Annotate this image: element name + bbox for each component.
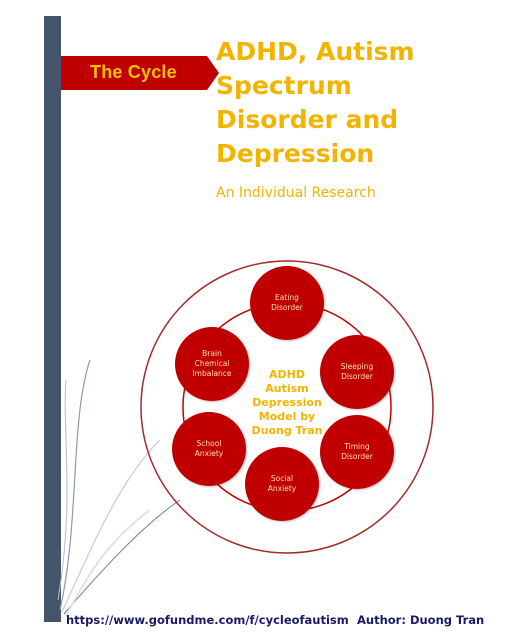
node-label: Eating Disorder [271,293,303,312]
footer-url[interactable]: https://www.gofundme.com/f/cycleofautism [66,613,349,627]
center-line: Duong Tran [251,424,323,437]
book-title: ADHD, Autism Spectrum Disorder and Depre… [216,35,506,171]
subtitle: An Individual Research [216,185,376,201]
node-brain-chemical-imbalance: Brain Chemical Imbalance [175,327,249,401]
the-cycle-label: The Cycle [90,62,177,82]
the-cycle-tag: The Cycle [61,56,219,90]
node-sleeping-disorder: Sleeping Disorder [320,335,394,409]
title-line: Disorder and [216,105,399,134]
cover-spine-bar [44,16,61,622]
node-school-anxiety: School Anxiety [172,412,246,486]
node-label: School Anxiety [194,439,224,458]
node-label: Timing Disorder [341,442,373,461]
diagram-center-label: ADHD Autism Depression Model by Duong Tr… [237,368,337,438]
title-line: ADHD, Autism [216,37,415,66]
node-label: Brain Chemical Imbalance [192,349,232,378]
title-line: Spectrum [216,71,352,100]
node-timing-disorder: Timing Disorder [320,415,394,489]
title-line: Depression [216,139,375,168]
node-label: Social Anxiety [267,474,297,493]
node-social-anxiety: Social Anxiety [245,447,319,521]
center-line: Autism [265,382,309,395]
center-line: Depression [252,396,322,409]
center-line: Model by [258,410,316,423]
node-eating-disorder: Eating Disorder [250,266,324,340]
center-line: ADHD [269,368,305,381]
footer-author: Author: Duong Tran [357,613,485,627]
node-label: Sleeping Disorder [340,362,374,381]
cycle-diagram: Eating Disorder Sleeping Disorder Timing… [137,257,437,557]
